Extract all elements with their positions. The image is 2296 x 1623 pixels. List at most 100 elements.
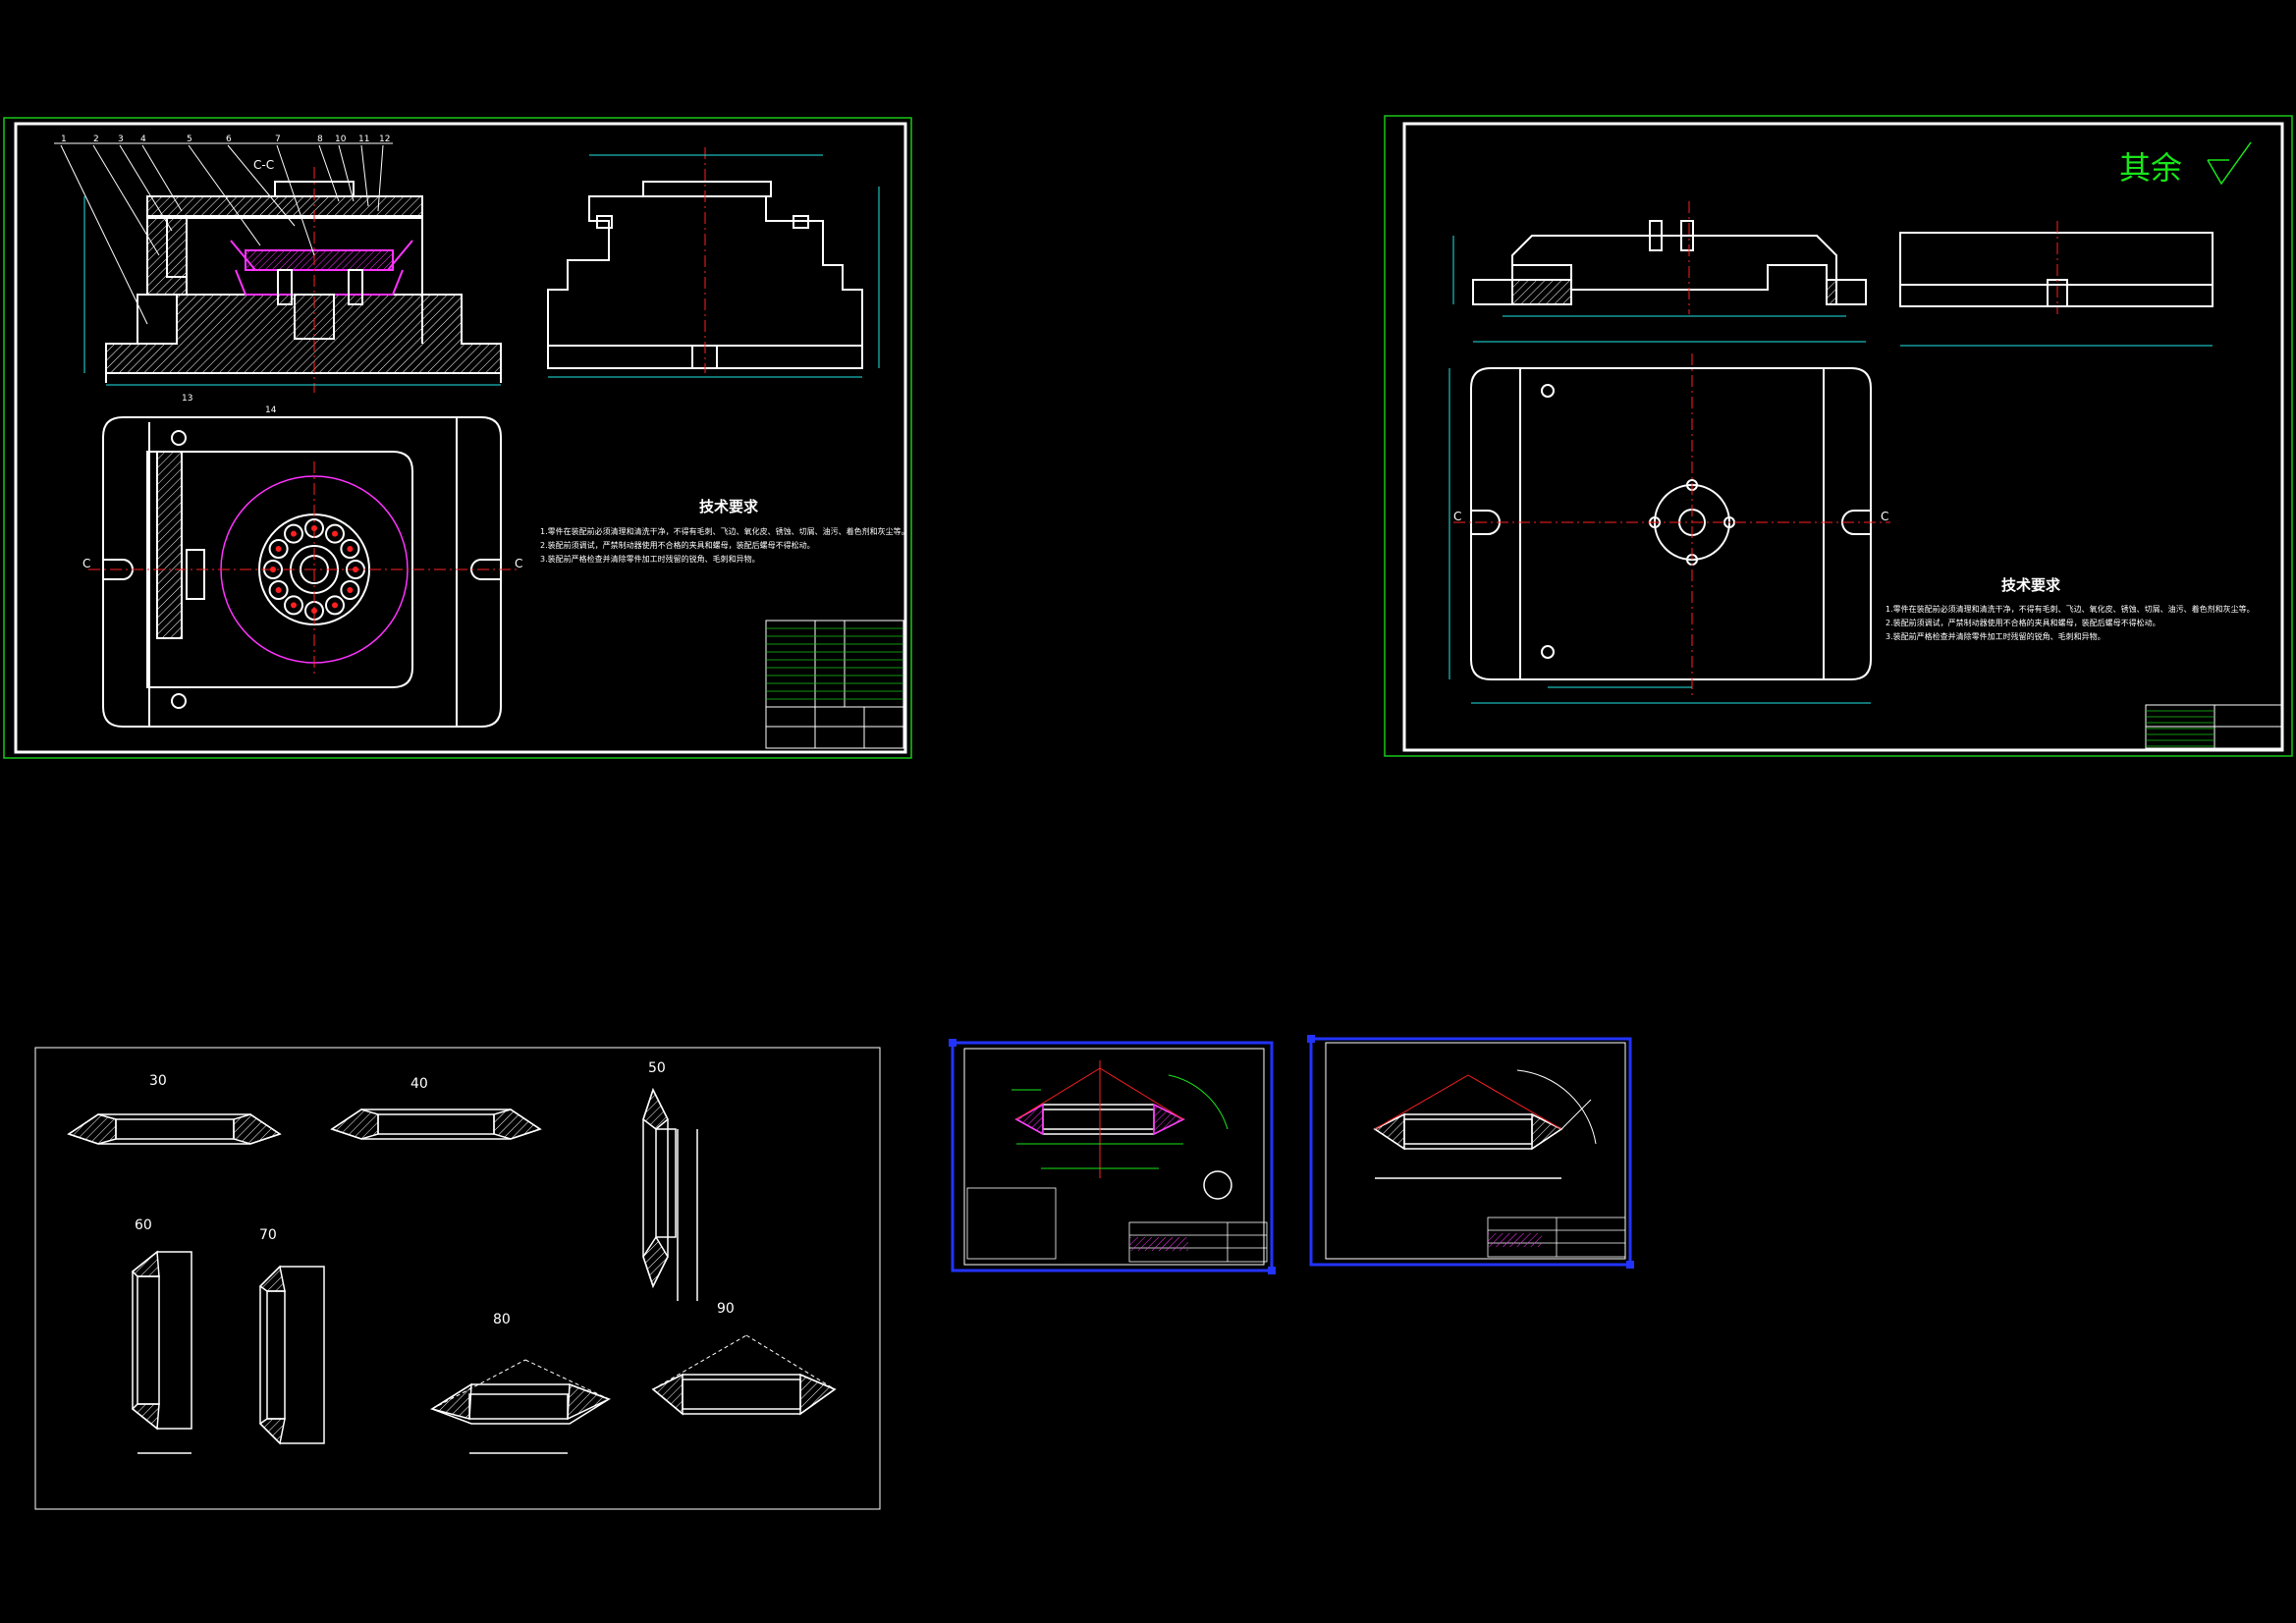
part-number-5: 5 [187,135,192,144]
layout-viewport-2[interactable] [1307,1035,1634,1269]
part-number-10: 10 [335,135,347,144]
part-number-2: 2 [93,135,99,144]
step-80-construction [431,1359,610,1410]
viewport-1-dimensions [1011,1074,1229,1169]
side-view [547,181,863,369]
sheet-1-title-block-rows [766,627,903,700]
sheet-3-frame [34,1047,881,1510]
sheet-1-tech-line-2: 2.装配前须调试，严禁制动器使用不合格的夹具和螺母，装配后螺母不得松动。 [540,541,815,550]
sheet-1-tech-line-1: 1.零件在装配前必须清理和清洗干净，不得有毛刺、飞边、氧化皮、锈蚀、切屑、油污、… [540,527,909,536]
sheet-2-tech-title: 技术要求 [2001,576,2061,594]
clamp-bolt [268,580,289,600]
roughness-symbol-icon [2207,141,2252,186]
part-number-1: 1 [61,135,67,144]
viewport-2-part-sketch [1373,1112,1563,1179]
sheet-1-title-block [765,620,904,749]
plate-front-dimensions [1452,236,1866,343]
viewport-2-construction [1374,1074,1562,1130]
viewport-2-grip-br[interactable] [1626,1261,1634,1269]
clamp-bolt [340,539,360,559]
clamp-bolt-center [332,602,338,609]
viewport-1-title-highlight [1129,1237,1188,1251]
part-number-4: 4 [140,135,146,144]
front-view-dimensions [83,196,501,386]
clamp-bolt [325,595,345,616]
clamp-bolt-center [275,587,282,593]
sheet-1-inner-frame [14,122,907,754]
step-label-90: 90 [717,1301,735,1317]
viewport-1-sheet [963,1048,1265,1266]
sheet-2-title-block [2145,704,2282,749]
step-label-80: 80 [493,1312,511,1327]
sheet-2-tech-line-2: 2.装配前须调试，严禁制动器使用不合格的夹具和螺母，装配后螺母不得松动。 [1886,619,2160,627]
clamp-bolt-center [291,530,297,537]
top-view-centerlines [88,461,520,677]
viewport-2-sheet [1325,1042,1626,1260]
sheet-1-tech-title: 技术要求 [699,498,759,515]
viewport-1-grip-tl[interactable] [949,1039,957,1047]
part-number-14: 14 [265,406,277,415]
clamp-bolt-circle [263,518,365,621]
plate-top-centerlines [1453,353,1890,697]
plate-side-view [1899,232,2214,307]
step-40-sketch [330,1109,542,1140]
clamp-bolt [284,523,303,544]
section-mark-right: C [515,557,522,570]
top-view [102,416,502,728]
clamp-bolt-center [311,608,317,614]
step-label-40: 40 [410,1076,428,1092]
viewport-2-grip-tl[interactable] [1307,1035,1315,1043]
sheet-2-outer-frame [1384,115,2293,757]
step-label-30: 30 [149,1073,167,1089]
sheet-2-tech-line-3: 3.装配前严格检查并清除零件加工时残留的锐角、毛刺和异物。 [1886,632,2105,641]
step-60-sketch [131,1250,192,1454]
part-number-6: 6 [226,135,232,144]
plate-section-mark-right: C [1881,510,1888,523]
viewport-1-title-block [966,1187,1268,1263]
clamp-bolt-center [275,546,282,552]
viewport-1-construction [1015,1060,1184,1178]
step-30-sketch [67,1113,282,1145]
part-number-7: 7 [275,135,281,144]
clamp-bolt-center [332,530,338,537]
step-90-sketch [651,1373,837,1416]
part-number-8: 8 [317,135,323,144]
sheet-2-inner-frame [1402,122,2284,752]
viewport-2-title-highlight [1488,1233,1542,1247]
part-number-13: 13 [182,394,192,404]
roughness-note: 其余 [2119,149,2182,187]
clamp-bolt [268,539,289,559]
part-number-leaders [54,142,393,325]
part-number-3: 3 [118,135,124,144]
layout-viewport-1[interactable] [949,1039,1276,1274]
sheet-2-tech-line-1: 1.零件在装配前必须清理和清洗干净，不得有毛刺、飞边、氧化皮、锈蚀、切屑、油污、… [1886,605,2255,614]
sheet-2-title-block-rows [2146,710,2214,747]
side-view-dimensions [548,154,880,378]
front-section-view [105,181,502,383]
step-70-sketch [258,1265,325,1445]
plate-top-dimensions [1449,368,1871,704]
sheet-2-part-drawing[interactable]: 其余 [1384,115,2293,757]
plate-front-view [1472,220,1867,305]
part-number-12: 12 [379,135,390,144]
sheet-1-outer-frame [3,117,912,759]
clamp-bolt [284,595,303,616]
clamp-bolt-center [347,546,354,552]
sheet-1-assembly-drawing[interactable]: 1 2 3 4 5 6 7 8 10 11 12 C-C [3,117,912,759]
plate-section-mark-left: C [1453,510,1461,523]
clamp-bolt-center [347,587,354,593]
step-label-60: 60 [135,1217,152,1233]
step-label-50: 50 [648,1060,666,1076]
step-label-70: 70 [259,1227,277,1243]
clamp-bolt-center [291,602,297,609]
section-label: C-C [253,158,274,172]
viewport-1-selection-frame [951,1041,1274,1272]
viewport-1-grip-br[interactable] [1268,1267,1276,1274]
plate-top-view [1470,367,1872,680]
clamp-bolt [340,580,360,600]
top-view-screws [171,430,187,709]
sheet-1-tech-line-3: 3.装配前严格检查并清除零件加工时残留的锐角、毛刺和异物。 [540,555,760,564]
sheet-3-process-sketches[interactable]: 30 40 50 60 70 80 90 [34,1047,881,1510]
clamp-bolt [325,523,345,544]
